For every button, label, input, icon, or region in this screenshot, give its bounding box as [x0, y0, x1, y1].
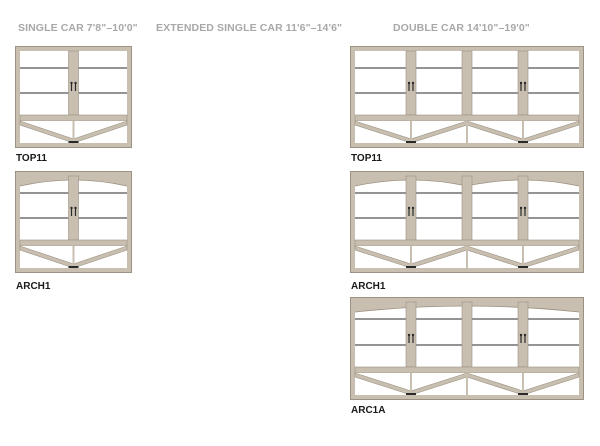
door-double-top11[interactable] — [350, 46, 584, 148]
door-double-arch1[interactable] — [350, 171, 584, 273]
door-single-arch1[interactable] — [15, 171, 132, 273]
middle-rail — [354, 366, 580, 374]
header-double-car: DOUBLE CAR 14'10"–19'0" — [393, 22, 530, 34]
door-handle-icon — [407, 81, 415, 91]
header-extended-single-car: EXTENDED SINGLE CAR 11'6"–14'6" — [156, 22, 343, 34]
lower-brace-panel — [19, 120, 128, 144]
middle-rail — [19, 239, 128, 247]
middle-rail — [354, 239, 580, 247]
door-single-top11[interactable] — [15, 46, 132, 148]
hinge-mark — [518, 141, 528, 143]
hinge-mark — [68, 266, 79, 268]
hinge-mark — [68, 141, 79, 143]
door-handle-icon — [70, 81, 77, 91]
door-drawing — [15, 46, 132, 148]
hinge-mark — [406, 141, 416, 143]
stile — [461, 50, 473, 116]
stile — [405, 301, 417, 368]
middle-rail — [354, 114, 580, 122]
door-label-single-arch1: ARCH1 — [16, 281, 51, 292]
header-single-car: SINGLE CAR 7'8"–10'0" — [18, 22, 138, 34]
stile — [405, 175, 417, 241]
door-drawing — [350, 46, 584, 148]
door-handle-icon — [407, 333, 415, 343]
lower-brace-panel — [19, 245, 128, 269]
stile — [517, 301, 529, 368]
lower-brace-panel — [354, 245, 580, 269]
lower-brace-panel — [354, 372, 580, 396]
lower-brace-panel — [354, 120, 580, 144]
door-handle-icon — [407, 206, 415, 216]
door-handle-icon — [519, 81, 527, 91]
stile — [68, 50, 79, 116]
door-label-double-arch1: ARCH1 — [351, 281, 386, 292]
hinge-mark — [518, 266, 528, 268]
door-handle-icon — [70, 206, 77, 216]
door-handle-icon — [519, 206, 527, 216]
stile — [461, 175, 473, 241]
door-drawing — [15, 171, 132, 273]
door-drawing — [350, 297, 584, 400]
stile — [461, 301, 473, 368]
stile — [517, 50, 529, 116]
hinge-mark — [406, 266, 416, 268]
door-handle-icon — [519, 333, 527, 343]
stile — [517, 175, 529, 241]
door-drawing — [350, 171, 584, 273]
door-label-double-arc1a: ARC1A — [351, 405, 386, 416]
hinge-mark — [406, 393, 416, 395]
stile — [405, 50, 417, 116]
stile — [68, 175, 79, 241]
door-label-single-top11: TOP11 — [16, 153, 47, 164]
middle-rail — [19, 114, 128, 122]
door-double-arc1a[interactable] — [350, 297, 584, 400]
door-label-double-top11: TOP11 — [351, 153, 382, 164]
hinge-mark — [518, 393, 528, 395]
